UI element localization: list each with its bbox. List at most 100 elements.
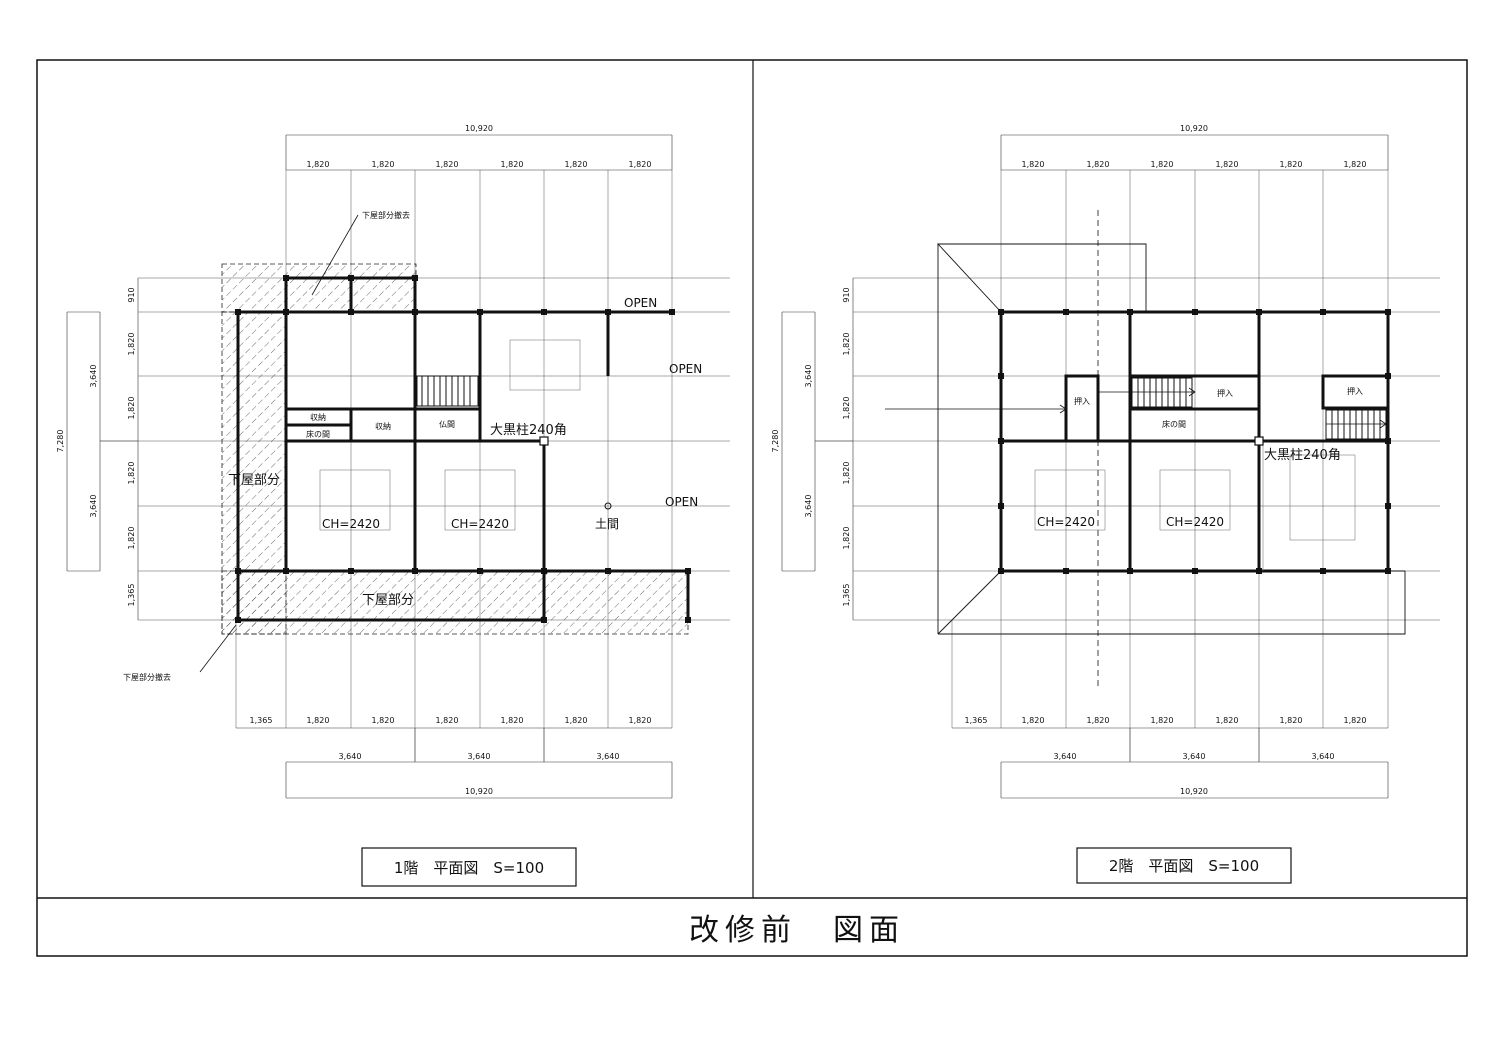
f2-closet3-label: 押入 [1347,386,1363,396]
f1-dim-bottom: 1,820 [307,716,330,725]
f2-grid [815,170,1440,762]
f1-open1-label: OPEN [624,296,657,310]
f1-earth-floor-label: 土間 [595,517,619,531]
f1-column-label: 大黒柱240角 [490,423,567,438]
f2-columns [998,309,1391,574]
f1-stairs [416,375,479,407]
f1-open3-label: OPEN [665,495,698,509]
f1-dim-left: 910 [127,287,136,302]
sheet-title: 改修前 図面 [689,913,905,948]
f2-dim-bottom: 1,365 [965,716,988,725]
f1-dim-bottom: 1,365 [250,716,273,725]
f1-dim-left: 1,820 [127,527,136,550]
f1-alcove1-label: 床の間 [306,429,330,439]
f1-earth-floor-marker [604,502,612,510]
f1-dim-left-mid: 3,640 [89,495,98,518]
f1-dim-top: 1,820 [372,160,395,169]
f2-dim-left: 1,820 [842,527,851,550]
f2-stairs [1131,377,1387,440]
plan-floor-2: 10,920 1,820 1,820 1,820 1,820 1,820 1,8… [771,124,1440,884]
f2-dim-bottom-mid: 3,640 [1312,752,1335,761]
f2-dim-left: 1,365 [842,584,851,607]
f1-annex-left-label: 下屋部分 [228,473,280,488]
f2-dim-bottom-mid: 3,640 [1054,752,1077,761]
f1-dim-left-total: 7,280 [56,430,65,453]
f2-dimension-lines [781,134,1389,799]
f1-dim-left: 1,820 [127,462,136,485]
f2-tatami [1034,441,1356,571]
f2-dim-bottom: 1,820 [1151,716,1174,725]
f1-dimension-lines [66,134,673,799]
f2-dim-bottom: 1,820 [1087,716,1110,725]
f2-dim-left: 1,820 [842,333,851,356]
f2-title: 2階 平面図 S=100 [1109,857,1259,875]
f2-closet2-label: 押入 [1217,388,1233,398]
f1-ch1-label: CH=2420 [322,517,380,531]
f1-dim-top: 1,820 [565,160,588,169]
f2-dim-top: 1,820 [1280,160,1303,169]
f1-annex-removal-top-label: 下屋部分撤去 [362,210,410,220]
f1-ch2-label: CH=2420 [451,517,509,531]
f1-dim-top-total: 10,920 [465,124,493,133]
f1-dim-top: 1,820 [436,160,459,169]
f1-annex-hatch [221,263,689,635]
f2-dim-top: 1,820 [1216,160,1239,169]
f1-title-box [361,847,577,887]
f2-dim-top: 1,820 [1022,160,1045,169]
plan-floor-1: 10,920 1,820 1,820 1,820 1,820 1,820 1,8… [56,124,730,887]
f2-dim-left-mid: 3,640 [804,365,813,388]
f1-dim-bottom: 1,820 [565,716,588,725]
f1-storage2-label: 収納 [375,421,391,431]
f1-storage1-label: 収納 [310,412,326,422]
f1-open2-label: OPEN [669,362,702,376]
f1-dim-left: 1,365 [127,584,136,607]
f2-column-label: 大黒柱240角 [1264,448,1341,463]
f2-walls [999,310,1390,573]
f1-dim-bottom: 1,820 [436,716,459,725]
f2-dim-left: 1,820 [842,397,851,420]
f1-dim-top: 1,820 [307,160,330,169]
f2-dim-left-total: 7,280 [771,430,780,453]
f2-closet1-label: 押入 [1074,396,1090,406]
f2-dim-top: 1,820 [1087,160,1110,169]
f2-dim-top: 1,820 [1151,160,1174,169]
f1-dim-bottom-mid: 3,640 [468,752,491,761]
f1-dim-left: 1,820 [127,333,136,356]
f1-dim-bottom-total: 10,920 [465,787,493,796]
f1-dim-left: 1,820 [127,397,136,420]
f2-dim-bottom: 1,820 [1022,716,1045,725]
f2-dim-bottom: 1,820 [1280,716,1303,725]
f1-dim-bottom-mid: 3,640 [339,752,362,761]
f2-dim-left-mid: 3,640 [804,495,813,518]
f2-dim-bottom-mid: 3,640 [1183,752,1206,761]
f1-annex-removal-bottom-label: 下屋部分撤去 [123,672,171,682]
f2-dim-bottom-total: 10,920 [1180,787,1208,796]
f2-dim-top-total: 10,920 [1180,124,1208,133]
f2-dim-bottom: 1,820 [1216,716,1239,725]
f2-alcove-label: 床の間 [1162,419,1186,429]
f1-walls [236,276,690,622]
f1-dim-top: 1,820 [629,160,652,169]
sheet-border [36,59,1468,957]
f1-annex-bottom-label: 下屋部分 [362,593,414,608]
f1-dim-bottom: 1,820 [372,716,395,725]
f1-altar-label: 仏間 [439,420,455,429]
f2-ch2-label: CH=2420 [1166,515,1224,529]
f2-main-column-marker [1254,436,1264,446]
f2-dim-bottom: 1,820 [1344,716,1367,725]
f2-dim-top: 1,820 [1344,160,1367,169]
f1-dim-top: 1,820 [501,160,524,169]
f1-dim-bottom: 1,820 [501,716,524,725]
f1-dim-bottom-mid: 3,640 [597,752,620,761]
f2-dim-left: 910 [842,287,851,302]
f2-ch1-label: CH=2420 [1037,515,1095,529]
f2-dim-left: 1,820 [842,462,851,485]
f1-title: 1階 平面図 S=100 [394,859,544,877]
f1-leader-top [311,214,359,296]
f1-leader-bottom [199,624,237,673]
f2-title-box [1076,847,1292,884]
f1-dim-left-mid: 3,640 [89,365,98,388]
f2-arrows [885,210,1387,690]
f1-columns [235,275,691,623]
f1-tatami [319,339,581,531]
